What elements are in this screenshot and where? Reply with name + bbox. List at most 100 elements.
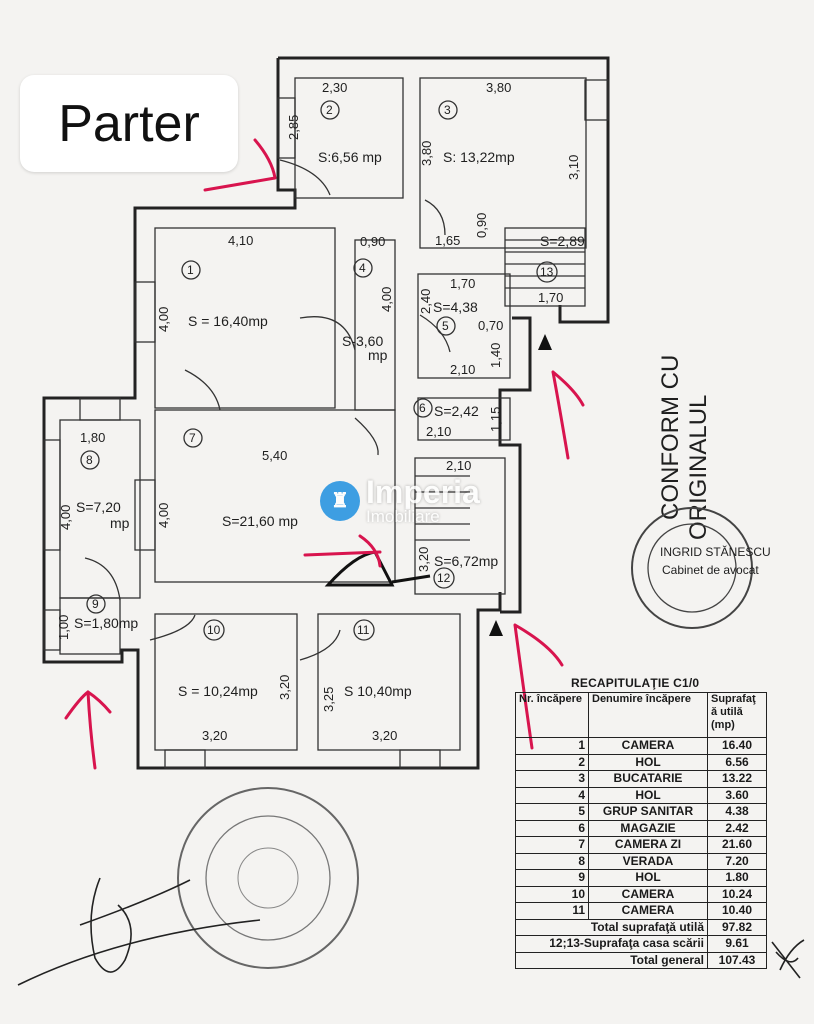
svg-text:S=6,72mp: S=6,72mp [434, 553, 498, 569]
watermark-sub: Imobiliare [366, 507, 440, 526]
svg-text:4: 4 [359, 261, 366, 275]
signatures [17, 877, 805, 986]
svg-text:S = 10,24mp: S = 10,24mp [178, 683, 258, 699]
svg-text:9: 9 [92, 597, 99, 611]
floor-label-badge: Parter [20, 75, 238, 172]
svg-text:2,10: 2,10 [426, 424, 451, 439]
recap-title: RECAPITULAŢIE C1/0 [571, 676, 700, 690]
header-name: Denumire încăpere [588, 692, 708, 738]
svg-text:0,70: 0,70 [478, 318, 503, 333]
svg-text:4,10: 4,10 [228, 233, 253, 248]
svg-text:S = 16,40mp: S = 16,40mp [188, 313, 268, 329]
watermark: ♜ Imperia Imobiliare [320, 476, 480, 525]
header-nr: Nr. încăpere [515, 692, 589, 738]
svg-text:4,00: 4,00 [156, 307, 171, 332]
svg-text:3,20: 3,20 [277, 675, 292, 700]
svg-text:11: 11 [357, 623, 370, 637]
walls [42, 56, 610, 770]
svg-text:3,10: 3,10 [566, 155, 581, 180]
svg-text:1,00: 1,00 [56, 615, 71, 640]
room-numbers: 1 2 3 4 5 6 7 8 9 10 11 12 13 [80, 100, 558, 641]
svg-text:3,20: 3,20 [372, 728, 397, 743]
svg-text:S=2,89: S=2,89 [540, 233, 585, 249]
svg-text:S=7,20: S=7,20 [76, 499, 121, 515]
svg-text:4,00: 4,00 [58, 505, 73, 530]
arrow-bottom-left [64, 690, 112, 770]
svg-text:mp: mp [368, 347, 388, 363]
svg-text:4,00: 4,00 [156, 503, 171, 528]
svg-text:1,15: 1,15 [488, 407, 503, 432]
svg-text:5: 5 [442, 319, 449, 333]
svg-text:12: 12 [437, 571, 451, 585]
svg-text:7: 7 [189, 431, 196, 445]
svg-text:2,10: 2,10 [446, 458, 471, 473]
svg-text:1,65: 1,65 [435, 233, 460, 248]
svg-text:1,80: 1,80 [80, 430, 105, 445]
certification-text: CONFORM CU ORIGINALUL [657, 355, 712, 540]
svg-text:1: 1 [187, 263, 194, 277]
svg-text:S=2,42: S=2,42 [434, 403, 479, 419]
svg-text:2,85: 2,85 [286, 115, 301, 140]
svg-text:4,00: 4,00 [379, 287, 394, 312]
watermark-brand: Imperia [366, 474, 480, 510]
svg-text:13: 13 [540, 265, 554, 279]
svg-text:1,70: 1,70 [538, 290, 563, 305]
room-areas: S = 16,40mp S:6,56 mp S: 13,22mp S-3,60 … [74, 149, 585, 699]
arrow-top-left [203, 138, 277, 192]
svg-text:8: 8 [86, 453, 93, 467]
recap-table: Nr. încăpere Denumire încăpere Suprafaţ … [515, 692, 767, 969]
svg-text:3,80: 3,80 [486, 80, 511, 95]
svg-text:3,20: 3,20 [416, 547, 431, 572]
svg-text:1,70: 1,70 [450, 276, 475, 291]
svg-text:3,20: 3,20 [202, 728, 227, 743]
svg-text:S:6,56 mp: S:6,56 mp [318, 149, 382, 165]
dimensions: 2,30 2,85 3,80 3,10 3,80 1,65 0,90 4,10 … [56, 80, 581, 743]
header-area: Suprafaţ ă utilă (mp) [707, 692, 767, 738]
svg-text:S 10,40mp: S 10,40mp [344, 683, 412, 699]
svg-text:2: 2 [326, 103, 333, 117]
svg-text:0,90: 0,90 [360, 234, 385, 249]
svg-text:S-3,60: S-3,60 [342, 333, 383, 349]
floor-label: Parter [58, 94, 200, 153]
svg-text:1,40: 1,40 [488, 343, 503, 368]
svg-text:mp: mp [110, 515, 130, 531]
svg-text:S: 13,22mp: S: 13,22mp [443, 149, 515, 165]
lawyer-stamp: INGRID STĂNESCU Cabinet de avocat [631, 507, 771, 629]
svg-text:5,40: 5,40 [262, 448, 287, 463]
svg-text:3,80: 3,80 [419, 141, 434, 166]
svg-text:S=4,38: S=4,38 [433, 299, 478, 315]
svg-text:0,90: 0,90 [474, 213, 489, 238]
svg-text:10: 10 [207, 623, 221, 637]
svg-text:2,10: 2,10 [450, 362, 475, 377]
svg-text:S=21,60 mp: S=21,60 mp [222, 513, 298, 529]
castle-logo-icon: ♜ [320, 480, 360, 521]
ministry-stamp [177, 787, 359, 969]
svg-text:2,40: 2,40 [418, 289, 433, 314]
svg-text:6: 6 [419, 401, 426, 415]
svg-text:3: 3 [444, 103, 451, 117]
svg-text:INGRID STĂNESCU: INGRID STĂNESCU [660, 544, 771, 559]
svg-text:CONFORM CU: CONFORM CU [657, 355, 684, 520]
arrow-center [303, 534, 382, 568]
arrow-right-middle [551, 370, 585, 460]
svg-text:3,25: 3,25 [321, 687, 336, 712]
svg-text:ORIGINALUL: ORIGINALUL [685, 395, 712, 540]
svg-text:S=1,80mp: S=1,80mp [74, 615, 138, 631]
svg-text:2,30: 2,30 [322, 80, 347, 95]
svg-text:Cabinet de avocat: Cabinet de avocat [662, 563, 759, 577]
